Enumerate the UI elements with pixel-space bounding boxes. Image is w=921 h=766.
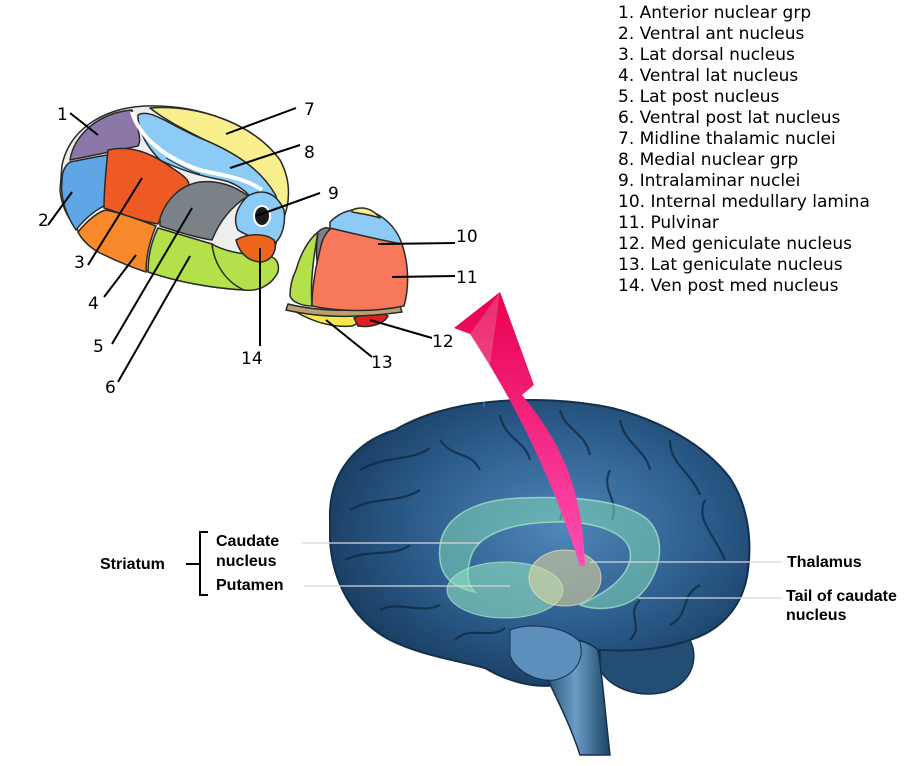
callout-14: 14: [241, 349, 263, 369]
label-thalamus: Thalamus: [787, 554, 862, 571]
pointer-arrow-highlight: [470, 292, 500, 410]
label-putamen: Putamen: [216, 577, 284, 594]
callout-4: 4: [88, 294, 99, 314]
label-tail-1: Tail of caudate: [786, 588, 897, 605]
thalamus: [528, 549, 602, 607]
legend-item: 13. Lat geniculate nucleus: [618, 255, 843, 275]
legend-item: 8. Medial nuclear grp: [618, 150, 799, 170]
callout-7: 7: [304, 100, 315, 120]
pons: [509, 625, 582, 681]
region-anterior-nuclear: [69, 109, 141, 161]
brain-cortex: [328, 399, 751, 687]
thalamus-block-posterior: [285, 207, 409, 328]
base-strip: [285, 303, 403, 318]
striatum-bracket: [186, 531, 208, 596]
legend-item: 3. Lat dorsal nucleus: [618, 45, 795, 65]
region-ventral-lateral: [77, 209, 157, 273]
legend-item: 12. Med geniculate nucleus: [618, 234, 853, 254]
region-midline-top: [351, 207, 381, 219]
callout-2: 2: [38, 211, 49, 231]
region-medial-top: [329, 208, 403, 245]
legend-item: 2. Ventral ant nucleus: [618, 24, 805, 44]
label-caudate-2: nucleus: [216, 553, 277, 570]
label-caudate-1: Caudate: [216, 533, 279, 550]
cerebellum: [599, 639, 695, 695]
legend-item: 10. Internal medullary lamina: [618, 192, 870, 212]
callout-3: 3: [74, 253, 85, 273]
pointer-arrow: [454, 292, 585, 566]
legend-item: 14. Ven post med nucleus: [618, 276, 839, 296]
legend-item: 4. Ventral lat nucleus: [618, 66, 799, 86]
callout-9: 9: [328, 184, 339, 204]
legend-item: 6. Ventral post lat nucleus: [618, 108, 841, 128]
callout-12: 12: [432, 332, 454, 352]
legend-item: 7. Midline thalamic nuclei: [618, 129, 836, 149]
internal-lamina-left-edge: [165, 157, 201, 175]
nuclei-legend: 1. Anterior nuclear grp 2. Ventral ant n…: [618, 3, 870, 297]
legend-item: 5. Lat post nucleus: [618, 87, 780, 107]
region-ventral-post-medial: [235, 234, 276, 263]
internal-lamina-left: [130, 111, 264, 192]
callout-11: 11: [456, 268, 478, 288]
callout-13: 13: [371, 353, 393, 373]
callout-6: 6: [105, 378, 116, 398]
brain-illustration: [328, 399, 751, 756]
label-tail-2: nucleus: [786, 607, 847, 624]
label-striatum: Striatum: [100, 556, 165, 573]
callout-10: 10: [456, 227, 478, 247]
thalamus-block-anterior: [59, 105, 290, 292]
callout-1: 1: [57, 105, 68, 125]
callout-5: 5: [93, 337, 104, 357]
legend-item: 9. Intralaminar nuclei: [618, 171, 801, 191]
brain-label-lines: [302, 542, 782, 599]
callout-8: 8: [304, 143, 315, 163]
callout-numbers: 1 2 3 4 5 6 7 8 9 10 11 12 14 13: [38, 100, 478, 398]
legend-item: 1. Anterior nuclear grp: [618, 3, 812, 23]
region-intralaminar: [253, 205, 271, 227]
legend-item: 11. Pulvinar: [618, 213, 719, 233]
callout-lines: [47, 107, 456, 383]
